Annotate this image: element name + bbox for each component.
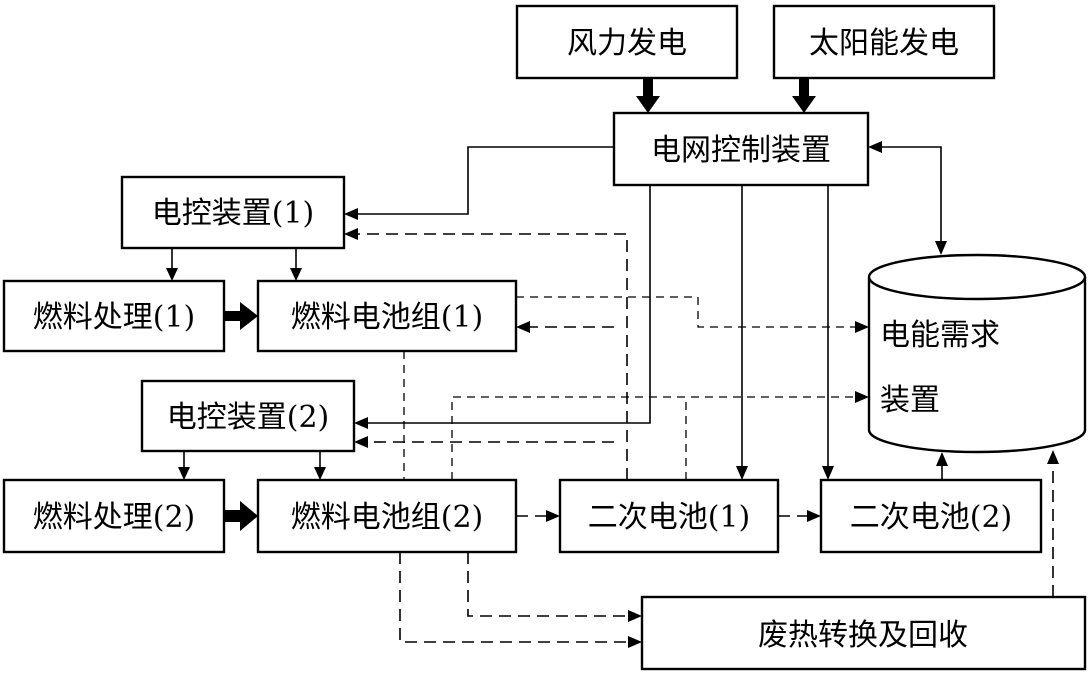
battery1-to-battery2-arrowhead [807,510,821,522]
grid-demand-down-arrowhead [935,241,947,255]
stack2-to-demand-dashed-line [451,396,855,480]
fuel-processing-1-box: 燃料处理(1) [2,279,226,353]
power-demand-label-line1: 电能需求 [880,318,1000,353]
control1-to-fuel1-arrowhead [166,268,178,281]
solar-power-box: 太阳能发电 [772,4,996,80]
heat-to-demand-arrowhead [1047,450,1059,464]
grid-to-control2-line [368,185,651,424]
stack2-to-demand-arrowhead [855,391,869,403]
battery2-to-demand-arrowhead [936,452,948,466]
fuel-processing-2-label: 燃料处理(2) [33,500,196,535]
control2-to-stack2-arrowhead [314,467,326,480]
waste-heat-recovery-box: 废热转换及回收 [640,595,1087,671]
fuel-cell-stack-1-box: 燃料电池组(1) [256,279,518,353]
stack2-to-heat-dashed-line-1 [467,552,628,617]
control2-to-fuel2-arrowhead [178,467,190,480]
electric-control-2-label: 电控装置(2) [167,400,330,435]
waste-heat-recovery-label: 废热转换及回收 [758,618,968,653]
power-demand-device-cylinder: 电能需求 装置 [867,253,1087,454]
battery1-to-control1-arrowhead [344,228,358,240]
fuel-processing-2-box: 燃料处理(2) [2,478,226,554]
secondary-battery-2-label: 二次电池(2) [850,500,1013,535]
fuel-cell-stack-2-box: 燃料电池组(2) [256,478,518,554]
grid-to-control1-arrowhead [344,208,358,220]
wind-to-grid-thick-arrow [636,78,660,113]
stack2-to-battery1-arrowhead [546,510,560,522]
grid-to-control1-line [358,146,614,215]
secondary-battery-2-box: 二次电池(2) [819,478,1043,554]
stack2-to-heat-dashed-line-2 [399,552,628,643]
grid-to-battery2-arrowhead [822,466,834,480]
stack2-to-heat-arrowhead-2 [628,636,642,648]
fuel-cell-stack-1-label: 燃料电池组(1) [291,300,484,335]
grid-to-battery1-arrowhead [736,466,748,480]
fuel-cell-stack-2-label: 燃料电池组(2) [291,500,484,535]
stack1-to-demand-dashed-line [516,296,855,328]
power-demand-label-line2: 装置 [880,383,940,418]
battery1-to-stack1-arrowhead [516,321,530,333]
control1-to-stack1-arrowhead [290,268,302,281]
fuel-processing-1-label: 燃料处理(1) [33,300,196,335]
electric-control-1-box: 电控装置(1) [120,175,346,250]
fuel2-to-stack2-thick-arrow [224,501,258,531]
electric-control-2-box: 电控装置(2) [140,379,356,453]
grid-to-control2-arrowhead [354,417,368,429]
grid-demand-bidirectional-line [882,146,942,241]
wind-power-box: 风力发电 [515,4,739,80]
secondary-battery-1-label: 二次电池(1) [588,500,751,535]
grid-control-box: 电网控制装置 [612,111,870,187]
fuel1-to-stack1-thick-arrow [224,302,258,330]
wind-power-label: 风力发电 [567,26,687,61]
battery1-to-control2-arrowhead [354,436,368,448]
stack1-to-demand-arrowhead [855,321,869,333]
secondary-battery-1-box: 二次电池(1) [558,478,780,554]
grid-demand-left-arrowhead [868,141,882,153]
electric-control-1-label: 电控装置(1) [152,196,315,231]
grid-control-label: 电网控制装置 [651,133,831,168]
solar-power-label: 太阳能发电 [809,26,959,61]
battery1-to-control1-dashed-line [358,233,628,480]
solar-to-grid-thick-arrow [792,78,816,113]
stack2-to-heat-arrowhead-1 [628,610,642,622]
